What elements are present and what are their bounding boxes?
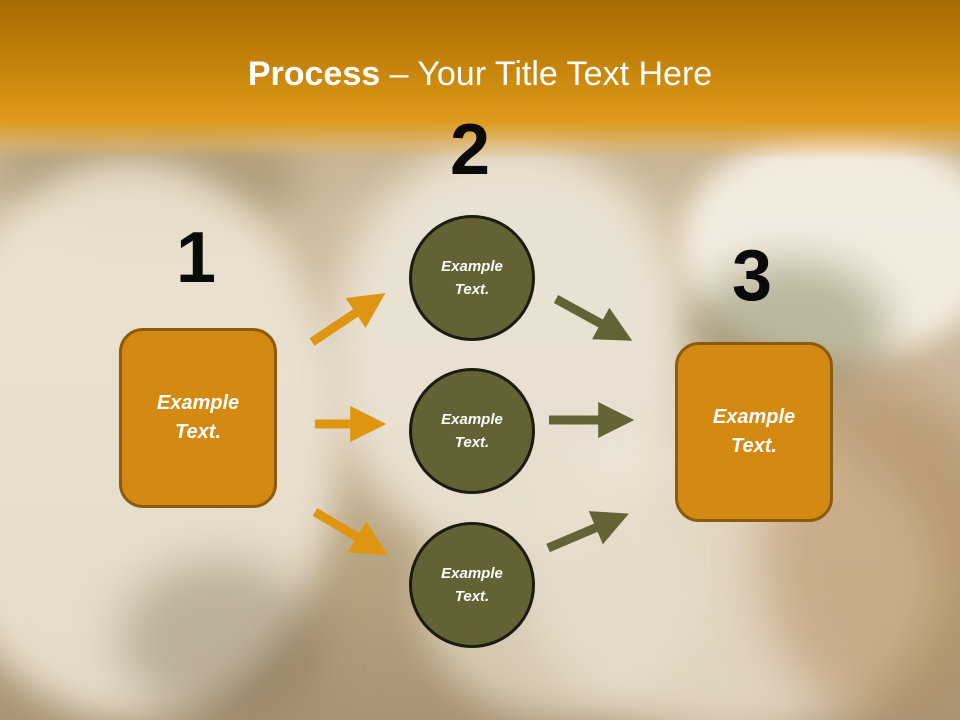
circle-bottom-text: Example Text. [441,565,503,605]
arrow-from-circle-bottom [546,511,629,553]
circle-bottom: Example Text. [409,522,535,648]
background-photo-ground [120,560,320,720]
circle-top-text: Example Text. [441,258,503,298]
left-box-text: Example Text. [156,392,240,443]
circle-top: Example Text. [409,215,535,341]
step-number-2: 2 [450,110,491,190]
left-process-box: Example Text. [119,328,277,508]
slide-title: Process – Your Title Text Here [0,52,960,96]
arrow-from-circle-top [553,295,633,341]
right-box-text: Example Text. [712,406,796,457]
background-photo-sky [680,130,960,360]
title-bold: Process [247,55,381,93]
step-number-1: 1 [176,218,217,298]
arrow-to-circle-top [309,293,386,346]
circle-middle: Example Text. [409,368,535,494]
right-process-box: Example Text. [675,342,833,522]
title-rest: – Your Title Text Here [380,55,713,93]
arrow-to-circle-bottom [312,508,388,556]
step-number-3: 3 [732,236,773,316]
circle-middle-text: Example Text. [441,411,503,451]
title-band [0,0,960,160]
